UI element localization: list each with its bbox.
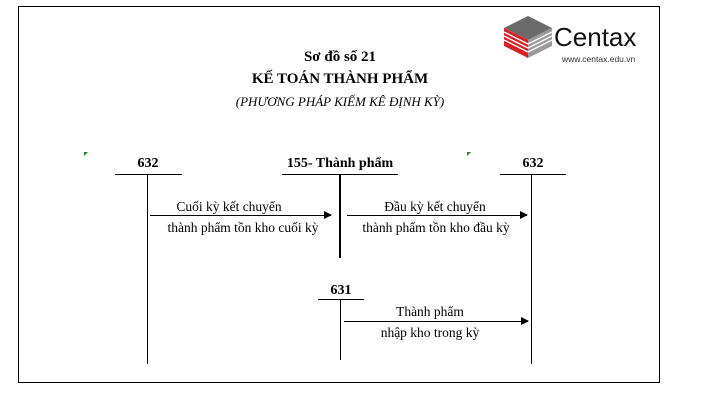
production-label-1: Thành phẩm	[396, 304, 464, 319]
production-label-2: nhập kho trong kỳ	[380, 325, 480, 340]
account-631-label: 631	[330, 283, 352, 298]
opening-transfer-label-1: Đầu kỳ kết chuyển	[384, 199, 486, 214]
closing-transfer-label-2: thành phẩm tồn kho cuối kỳ	[167, 220, 319, 235]
closing-transfer-arrow	[150, 211, 332, 219]
diagram-title: KẾ TOÁN THÀNH PHẨM	[251, 71, 429, 87]
production-arrow	[344, 317, 529, 325]
account-632-right-top	[500, 174, 566, 175]
corner-mark-left	[84, 152, 88, 156]
diagram-frame	[18, 6, 660, 383]
diagram-number: Sơ đồ số 21	[303, 49, 377, 65]
opening-transfer-label-2: thành phẩm tồn kho đầu kỳ	[362, 220, 510, 235]
account-632-right-stem	[531, 174, 532, 364]
account-632-left-label: 632	[137, 156, 159, 171]
diagram-subtitle: (PHƯƠNG PHÁP KIỂM KÊ ĐỊNH KỲ)	[235, 94, 445, 109]
logo-brand: Centax	[554, 22, 637, 52]
account-632-left-top	[115, 174, 182, 175]
account-155-stem	[339, 174, 341, 258]
account-631-top	[318, 299, 364, 300]
account-155-label: 155- Thành phẩm	[286, 156, 394, 171]
logo-website: www.centax.edu.vn	[562, 54, 636, 64]
corner-mark-right	[467, 152, 471, 156]
closing-transfer-label-1: Cuối kỳ kết chuyển	[176, 199, 282, 214]
account-632-right-label: 632	[522, 156, 544, 171]
centax-logo: Centax www.centax.edu.vn	[502, 14, 662, 64]
opening-transfer-arrow	[347, 211, 528, 219]
account-632-left-stem	[147, 174, 148, 364]
account-631-stem	[340, 299, 341, 360]
centax-logo-mark-icon	[503, 16, 553, 58]
